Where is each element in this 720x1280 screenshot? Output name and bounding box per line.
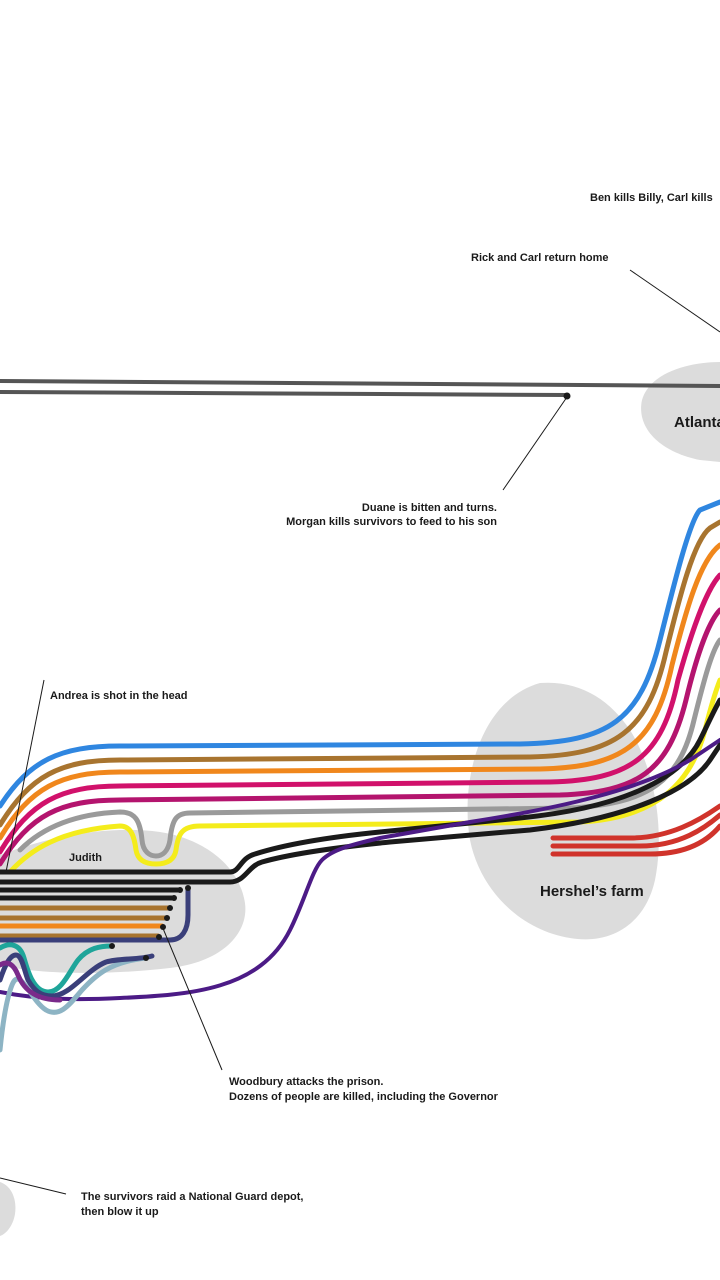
end-dot — [160, 924, 166, 930]
storyline-magenta — [0, 572, 720, 855]
storyline-gray — [17, 637, 720, 859]
prison-storylines — [0, 887, 191, 1053]
duane-end-dot — [563, 392, 571, 400]
storyline-indigo — [0, 738, 720, 1002]
leader-depot — [0, 1177, 67, 1195]
end-dot — [143, 955, 149, 961]
storyline-prison-navy-2 — [0, 952, 155, 999]
end-dots — [109, 885, 191, 961]
andrea-annotation: Andrea is shot in the head — [50, 690, 188, 702]
hershels-farm-label: Hershel’s farm — [540, 883, 644, 900]
depot-blob — [0, 1182, 16, 1236]
storyline-blue — [0, 499, 720, 809]
storyline-orange — [0, 542, 720, 841]
storyline-red-1 — [550, 803, 720, 841]
judith-label: Judith — [69, 852, 102, 864]
storyline-purple-red — [0, 607, 720, 867]
rick-carl-return-annotation: Rick and Carl return home — [471, 252, 609, 264]
leader-woodbury — [161, 925, 223, 1071]
leader-lines — [0, 269, 720, 1195]
leader-rick-carl — [629, 269, 720, 333]
end-dot — [185, 885, 191, 891]
storyline-morgan — [0, 379, 720, 388]
depot-annotation-line2: then blow it up — [81, 1206, 159, 1218]
duane-annotation-line1: Duane is bitten and turns. — [362, 502, 497, 514]
end-dot — [164, 915, 170, 921]
storyline-prison-lightblue — [0, 955, 149, 1053]
duane-annotation-line2: Morgan kills survivors to feed to his so… — [286, 516, 497, 528]
main-storylines — [0, 499, 720, 1002]
storyline-red-3 — [550, 823, 720, 857]
storyline-duane — [0, 390, 568, 397]
storyline-black-1 — [0, 697, 720, 875]
end-dot — [177, 887, 183, 893]
end-dot — [156, 934, 162, 940]
end-dot — [171, 895, 177, 901]
storyline-prison-navy — [0, 887, 191, 943]
woodbury-annotation-line2: Dozens of people are killed, including t… — [229, 1091, 499, 1103]
leader-andrea — [5, 679, 45, 873]
storyline-red-2 — [550, 812, 720, 849]
atlanta-label: Atlanta — [674, 414, 720, 431]
depot-annotation-line1: The survivors raid a National Guard depo… — [81, 1191, 304, 1203]
storyline-brown — [0, 519, 720, 828]
end-dot — [167, 905, 173, 911]
end-dot — [109, 943, 115, 949]
storyline-prison-purple — [0, 960, 63, 1003]
ben-kills-billy-annotation: Ben kills Billy, Carl kills — [590, 192, 713, 204]
storyline-prison-teal — [0, 942, 115, 995]
storyline-black-2 — [0, 742, 720, 885]
leader-duane — [502, 396, 568, 491]
atlanta-blob — [641, 362, 720, 462]
morgan-duane-lines — [0, 379, 720, 397]
woodbury-annotation-line1: Woodbury attacks the prison. — [229, 1076, 383, 1088]
